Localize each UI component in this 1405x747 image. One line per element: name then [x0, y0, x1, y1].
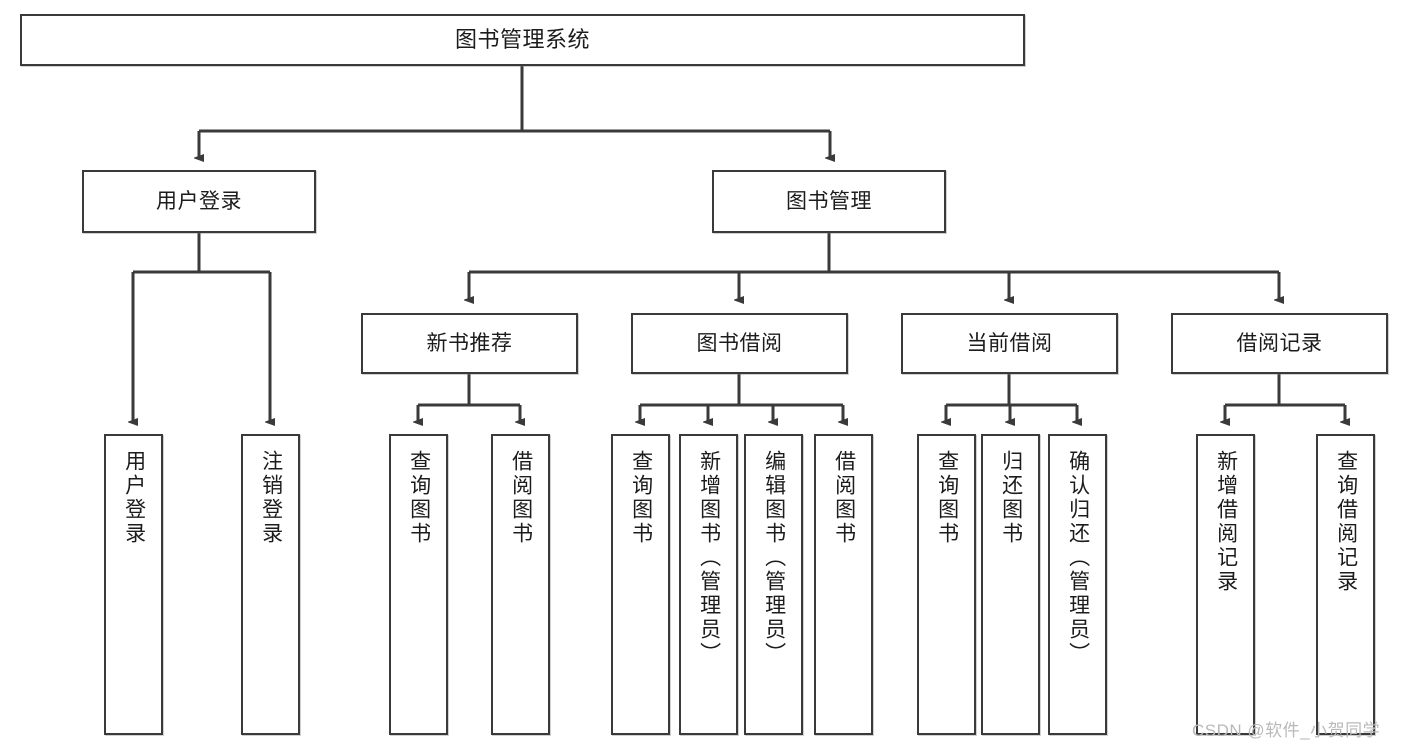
node-current-borrow[interactable]: 当前借阅 [901, 313, 1118, 374]
node-label: 用户登录 [122, 450, 146, 546]
leaf-current-confirm-return[interactable]: 确认归还（管理员） [1048, 434, 1107, 735]
node-borrow-record[interactable]: 借阅记录 [1171, 313, 1388, 374]
leaf-current-query-book[interactable]: 查询图书 [917, 434, 976, 735]
node-label: 图书管理 [786, 189, 872, 213]
node-label: 编辑图书（管理员） [762, 450, 786, 666]
leaf-current-return-book[interactable]: 归还图书 [981, 434, 1040, 735]
leaf-borrow-query-book[interactable]: 查询图书 [611, 434, 670, 735]
node-label: 图书借阅 [696, 331, 783, 355]
leaf-user-login-logout[interactable]: 注销登录 [241, 434, 300, 735]
node-label: 确认归还（管理员） [1066, 450, 1090, 666]
node-label: 借阅记录 [1236, 331, 1323, 355]
leaf-new-book-borrow[interactable]: 借阅图书 [491, 434, 550, 735]
node-label: 新增图书（管理员） [697, 450, 721, 666]
leaf-borrow-add-book[interactable]: 新增图书（管理员） [679, 434, 738, 735]
node-label: 当前借阅 [966, 331, 1053, 355]
node-label: 借阅图书 [509, 450, 533, 546]
node-label: 用户登录 [156, 189, 242, 213]
node-label: 借阅图书 [832, 450, 856, 546]
leaf-record-add[interactable]: 新增借阅记录 [1196, 434, 1255, 735]
node-user-login[interactable]: 用户登录 [82, 170, 316, 233]
node-label: 查询图书 [935, 450, 959, 546]
node-new-book-recommend[interactable]: 新书推荐 [361, 313, 578, 374]
node-label: 查询图书 [407, 450, 431, 546]
node-label: 新增借阅记录 [1214, 450, 1238, 594]
node-label: 新书推荐 [426, 331, 513, 355]
leaf-new-book-query[interactable]: 查询图书 [389, 434, 448, 735]
node-label: 图书管理系统 [454, 26, 590, 52]
leaf-record-query[interactable]: 查询借阅记录 [1316, 434, 1375, 735]
node-root-system[interactable]: 图书管理系统 [20, 14, 1025, 66]
leaf-borrow-edit-book[interactable]: 编辑图书（管理员） [744, 434, 803, 735]
node-label: 归还图书 [999, 450, 1023, 546]
leaf-borrow-borrow-book[interactable]: 借阅图书 [814, 434, 873, 735]
node-label: 查询图书 [629, 450, 653, 546]
node-book-borrow[interactable]: 图书借阅 [631, 313, 848, 374]
node-label: 注销登录 [259, 450, 283, 546]
watermark: CSDN @软件_小贺同学 [1192, 721, 1381, 740]
node-book-management[interactable]: 图书管理 [712, 170, 946, 233]
node-label: 查询借阅记录 [1334, 450, 1358, 594]
leaf-user-login-login[interactable]: 用户登录 [104, 434, 163, 735]
